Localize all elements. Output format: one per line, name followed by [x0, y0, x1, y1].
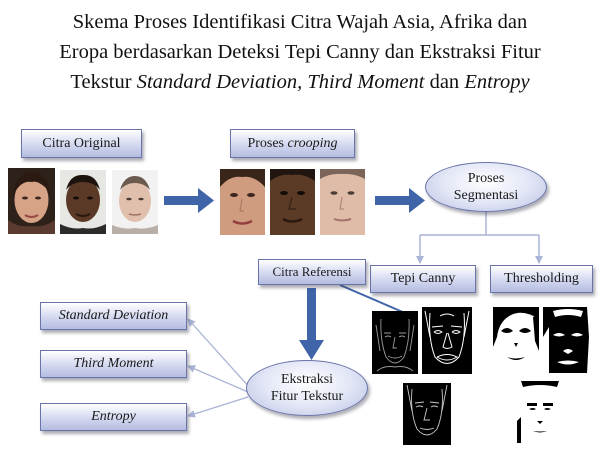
photo-original-asian	[8, 168, 55, 234]
title-line-3-italic-2: Entropy	[464, 71, 530, 93]
photo-cropped-african	[270, 169, 315, 235]
threshold-image-asian	[493, 307, 539, 373]
entropy-label: Entropy	[91, 409, 136, 424]
proses-segmentasi-node: Proses Segmentasi	[425, 162, 547, 212]
diagram-title-line-2: Eropa berdasarkan Deteksi Tepi Canny dan…	[59, 41, 541, 63]
extraction-to-features-connectors	[187, 318, 251, 418]
ekstraksi-fitur-tekstur-node: Ekstraksi Fitur Tekstur	[246, 360, 368, 416]
threshold-image-european	[515, 381, 565, 443]
ekstraksi-line-1: Ekstraksi	[280, 372, 334, 387]
entropy-box: Entropy	[40, 403, 187, 431]
title-line-3-mid: dan	[424, 71, 465, 93]
proses-segmentasi-line-1: Proses	[467, 171, 505, 186]
photo-original-european	[112, 170, 158, 234]
thresholding-label: Thresholding	[504, 271, 579, 286]
proses-crooping-italic: crooping	[287, 135, 338, 151]
threshold-image-african	[543, 307, 593, 373]
title-line-3-prefix: Tekstur	[70, 71, 137, 93]
citra-original-box: Citra Original	[21, 129, 142, 158]
arrow-reference-to-extraction	[299, 288, 324, 360]
third-moment-label: Third Moment	[73, 356, 154, 371]
standard-deviation-label: Standard Deviation	[58, 308, 169, 323]
title-line-3-italic-1: Standard Deviation, Third Moment	[136, 71, 425, 93]
standard-deviation-box: Standard Deviation	[40, 302, 187, 330]
ekstraksi-line-2: Fitur Tekstur	[270, 389, 344, 404]
citra-original-label: Citra Original	[42, 135, 121, 151]
tepi-canny-label: Tepi Canny	[390, 271, 456, 286]
proses-crooping-prefix: Proses	[247, 135, 288, 151]
arrow-crop-to-segmentation	[375, 188, 425, 213]
photo-cropped-asian	[220, 169, 265, 235]
proses-segmentasi-line-2: Segmentasi	[453, 188, 519, 203]
canny-edge-image-african	[422, 307, 472, 374]
thresholding-box: Thresholding	[490, 265, 593, 293]
photo-cropped-european	[320, 169, 365, 235]
photo-original-african	[60, 170, 106, 234]
citra-referensi-label: Citra Referensi	[272, 264, 352, 279]
diagram-title-line-1: Skema Proses Identifikasi Citra Wajah As…	[72, 11, 528, 33]
canny-edge-image-asian	[372, 311, 418, 374]
segmentation-branch-connector	[416, 210, 543, 264]
canny-edge-image-european	[403, 383, 451, 445]
tepi-canny-box: Tepi Canny	[370, 265, 476, 293]
third-moment-box: Third Moment	[40, 350, 187, 378]
arrow-original-to-crop	[164, 188, 214, 213]
diagram-title-line-3: Tekstur Standard Deviation, Third Moment…	[0, 70, 600, 94]
proses-crooping-box: Proses crooping	[230, 129, 355, 158]
citra-referensi-box: Citra Referensi	[258, 259, 366, 285]
